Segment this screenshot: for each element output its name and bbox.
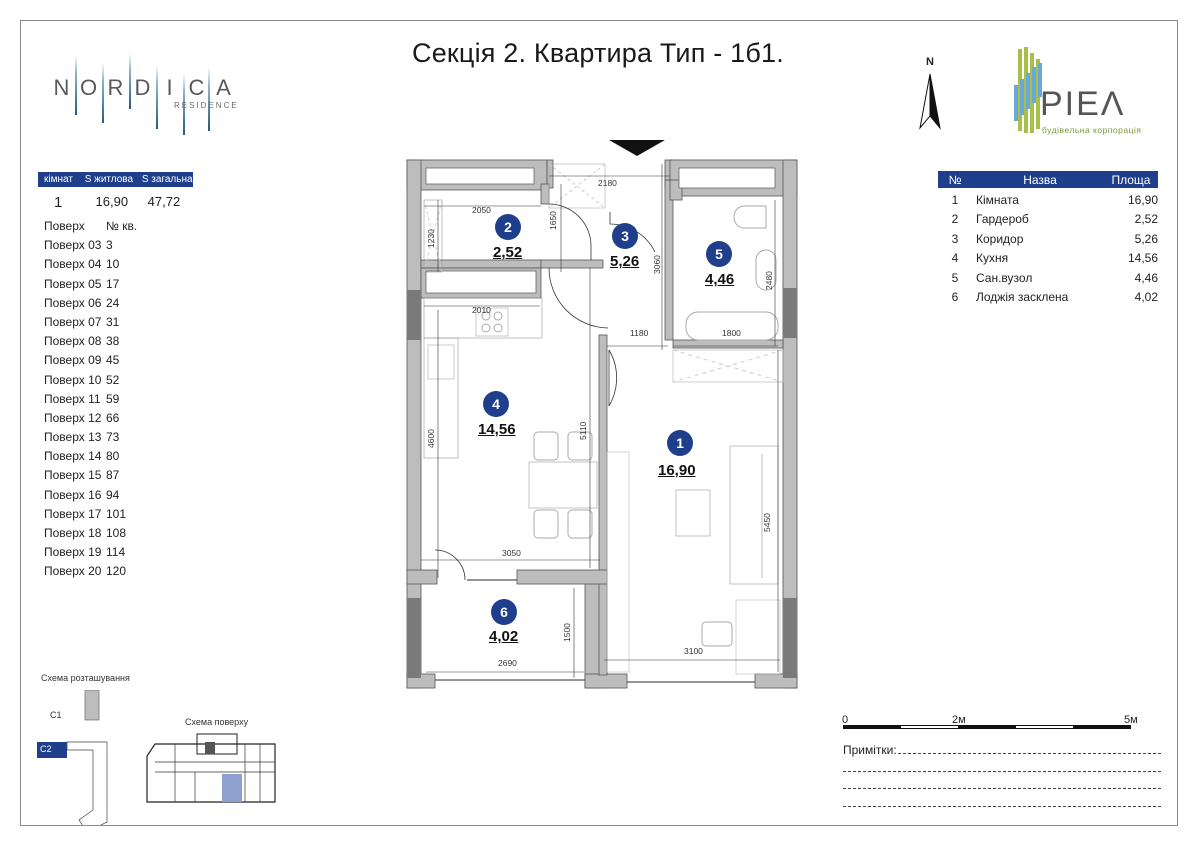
notes-label: Примітки: bbox=[843, 743, 897, 757]
dimension-3060: 3060 bbox=[652, 255, 662, 274]
dimension-5110: 5110 bbox=[578, 421, 588, 440]
sheet-frame bbox=[20, 20, 1178, 826]
summary-header: кімнат S житлова S загальна bbox=[38, 172, 193, 187]
riel-wordmark: PIEΛ bbox=[1040, 85, 1126, 123]
dimension-2690: 2690 bbox=[498, 658, 517, 668]
room-table-header: № Назва Площа bbox=[938, 171, 1158, 188]
dimension-1500: 1500 bbox=[562, 623, 572, 642]
floor-plan-drawing bbox=[406, 140, 798, 689]
location-scheme-label: Схема розташування bbox=[41, 673, 130, 683]
rooms-count: 1 bbox=[54, 194, 63, 211]
room-badge-3: 3 bbox=[612, 223, 638, 249]
north-label: N bbox=[926, 56, 934, 68]
notes-line bbox=[843, 771, 1161, 772]
dimension-1650: 1650 bbox=[548, 211, 558, 230]
dimension-2010: 2010 bbox=[472, 305, 491, 315]
nordica-logo: N O R D I C A RESIDENCE bbox=[48, 45, 248, 140]
dimension-1800: 1800 bbox=[722, 328, 741, 338]
dimension-2180: 2180 bbox=[598, 178, 617, 188]
location-scheme bbox=[37, 690, 108, 825]
room-area-6: 4,02 bbox=[489, 628, 519, 645]
riel-logo: PIEΛ будівельна корпорація bbox=[1010, 45, 1160, 140]
room-area-3: 5,26 bbox=[610, 253, 640, 270]
room-area-5: 4,46 bbox=[705, 271, 735, 288]
scale-bar bbox=[843, 725, 1131, 729]
section-c2-label: C2 bbox=[40, 744, 52, 754]
brand-letters: N O R D I C A bbox=[53, 75, 231, 100]
page-title: Секція 2. Квартира Тип - 1б1. bbox=[412, 38, 784, 68]
floor-scheme-label: Схема поверху bbox=[185, 717, 249, 727]
notes-line bbox=[843, 788, 1161, 789]
floor-scheme bbox=[146, 733, 276, 803]
section-c1-label: C1 bbox=[50, 710, 62, 720]
dimension-5450: 5450 bbox=[762, 513, 772, 532]
dimension-4600: 4600 bbox=[426, 429, 436, 448]
room-badge-1: 1 bbox=[667, 430, 693, 456]
dimension-2050: 2050 bbox=[472, 205, 491, 215]
notes-line bbox=[843, 806, 1161, 807]
room-area-4: 14,56 bbox=[478, 421, 516, 438]
room-badge-6: 6 bbox=[491, 599, 517, 625]
dimension-3050: 3050 bbox=[502, 548, 521, 558]
room-area-2: 2,52 bbox=[493, 244, 523, 261]
north-arrow-icon bbox=[919, 73, 941, 130]
riel-stripes-icon bbox=[1014, 47, 1042, 133]
summary-values: 1 16,90 47,72 bbox=[38, 194, 198, 211]
brand-subtitle: RESIDENCE bbox=[174, 101, 239, 110]
room-badge-2: 2 bbox=[495, 214, 521, 240]
room-badge-4: 4 bbox=[483, 391, 509, 417]
entrance-arrow-icon bbox=[609, 140, 665, 156]
dimension-1180: 1180 bbox=[630, 328, 649, 338]
notes-line bbox=[898, 753, 1161, 754]
dimension-1230: 1230 bbox=[426, 229, 436, 248]
riel-subtitle: будівельна корпорація bbox=[1042, 125, 1142, 135]
total-area: 47,72 bbox=[147, 194, 181, 209]
living-area: 16,90 bbox=[95, 194, 129, 209]
dimension-3100: 3100 bbox=[684, 646, 703, 656]
dimension-2480: 2480 bbox=[764, 271, 774, 290]
room-badge-5: 5 bbox=[706, 241, 732, 267]
room-area-1: 16,90 bbox=[658, 462, 696, 479]
